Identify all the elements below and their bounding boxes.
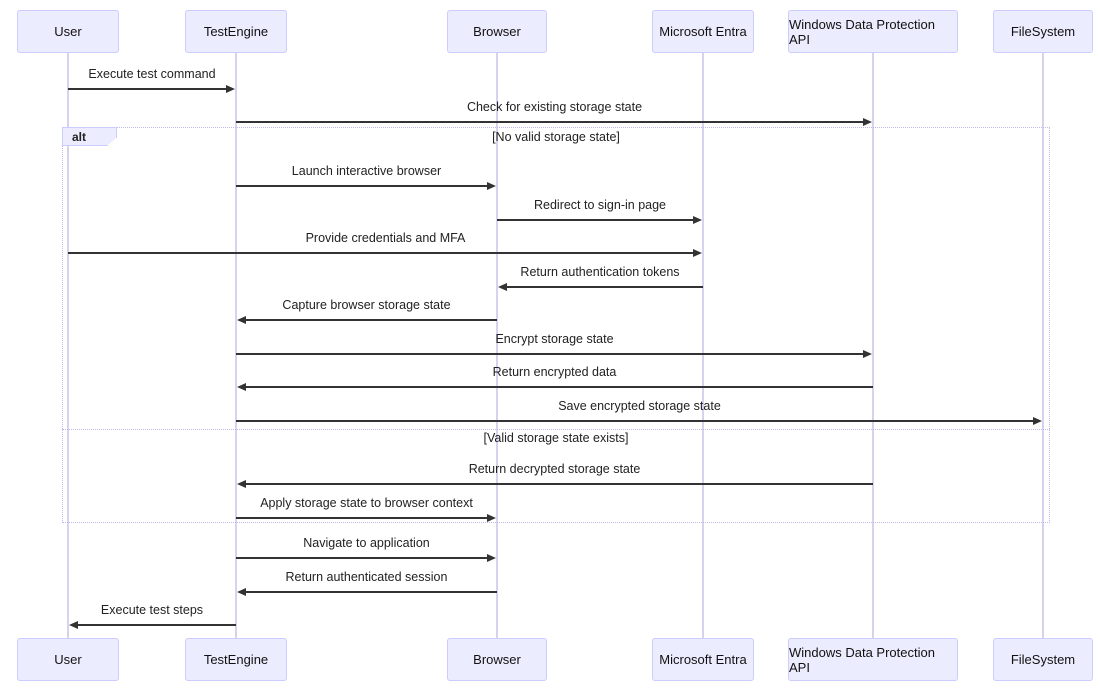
- participant-testengine-top: TestEngine: [185, 10, 287, 53]
- message-arrowhead: [1033, 417, 1042, 425]
- alt-frame: [62, 127, 1050, 523]
- message-arrowhead: [226, 85, 235, 93]
- message-line: [244, 386, 873, 388]
- message-arrowhead: [237, 383, 246, 391]
- lifeline-filesystem: [1042, 53, 1044, 638]
- message-arrowhead: [69, 621, 78, 629]
- participant-user-top: User: [17, 10, 119, 53]
- lifeline-testengine: [235, 53, 237, 638]
- message-label: Redirect to sign-in page: [533, 198, 667, 212]
- message-line: [236, 557, 489, 559]
- message-line: [505, 286, 703, 288]
- participant-entra-top: Microsoft Entra: [652, 10, 754, 53]
- message-label: Navigate to application: [303, 536, 430, 550]
- message-label: Execute test command: [88, 67, 216, 81]
- message-line: [497, 219, 695, 221]
- message-label: Capture browser storage state: [282, 298, 451, 312]
- message-line: [244, 319, 497, 321]
- message-label: Return decrypted storage state: [468, 462, 641, 476]
- message-label: Provide credentials and MFA: [305, 231, 466, 245]
- lifeline-browser: [496, 53, 498, 638]
- message-label: Check for existing storage state: [466, 100, 643, 114]
- message-arrowhead: [498, 283, 507, 291]
- message-line: [244, 591, 497, 593]
- lifeline-user: [67, 53, 69, 638]
- message-line: [236, 420, 1035, 422]
- message-line: [236, 517, 489, 519]
- message-line: [236, 121, 865, 123]
- participant-testengine-bottom: TestEngine: [185, 638, 287, 681]
- message-label: Launch interactive browser: [291, 164, 442, 178]
- message-arrowhead: [693, 216, 702, 224]
- participant-browser-bottom: Browser: [447, 638, 547, 681]
- participant-filesystem-bottom: FileSystem: [993, 638, 1093, 681]
- alt-condition-label: [No valid storage state]: [492, 130, 620, 144]
- message-line: [68, 252, 695, 254]
- message-arrowhead: [863, 350, 872, 358]
- participant-dpapi-bottom: Windows Data Protection API: [788, 638, 958, 681]
- message-line: [236, 185, 489, 187]
- message-label: Return encrypted data: [492, 365, 617, 379]
- message-arrowhead: [693, 249, 702, 257]
- message-label: Encrypt storage state: [495, 332, 614, 346]
- alt-else-divider: [62, 429, 1050, 430]
- message-line: [68, 88, 228, 90]
- lifeline-dpapi: [872, 53, 874, 638]
- participant-browser-top: Browser: [447, 10, 547, 53]
- alt-condition-label: [Valid storage state exists]: [483, 431, 629, 445]
- message-arrowhead: [237, 316, 246, 324]
- participant-filesystem-top: FileSystem: [993, 10, 1093, 53]
- message-arrowhead: [237, 588, 246, 596]
- message-line: [76, 624, 236, 626]
- message-arrowhead: [487, 182, 496, 190]
- message-label: Save encrypted storage state: [558, 399, 721, 413]
- message-arrowhead: [863, 118, 872, 126]
- message-arrowhead: [237, 480, 246, 488]
- message-arrowhead: [487, 554, 496, 562]
- participant-entra-bottom: Microsoft Entra: [652, 638, 754, 681]
- alt-frame-label: alt: [62, 127, 117, 146]
- participant-user-bottom: User: [17, 638, 119, 681]
- message-line: [236, 353, 865, 355]
- message-label: Apply storage state to browser context: [260, 496, 473, 510]
- message-label: Return authentication tokens: [520, 265, 680, 279]
- lifeline-entra: [702, 53, 704, 638]
- message-arrowhead: [487, 514, 496, 522]
- message-line: [244, 483, 873, 485]
- participant-dpapi-top: Windows Data Protection API: [788, 10, 958, 53]
- message-label: Return authenticated session: [285, 570, 448, 584]
- message-label: Execute test steps: [100, 603, 204, 617]
